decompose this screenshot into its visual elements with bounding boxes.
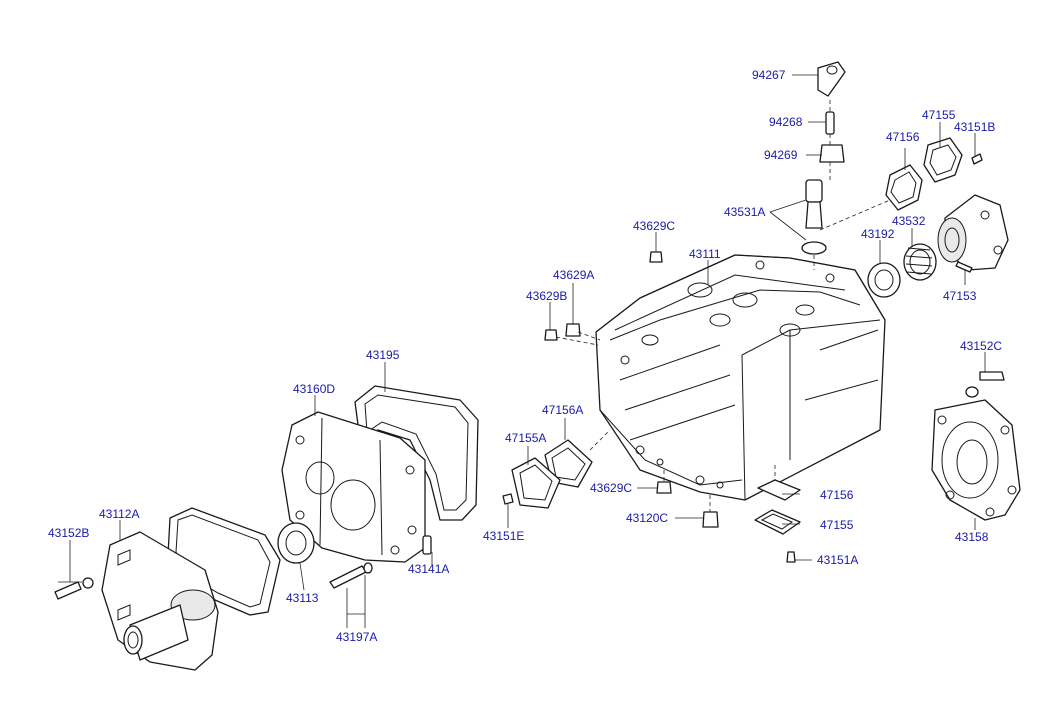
output-flange-47153 xyxy=(937,194,1009,273)
label-43195[interactable]: 43195 xyxy=(366,348,400,362)
bolt-43152C xyxy=(965,371,1005,398)
cover-47155-bottom xyxy=(754,509,801,535)
plug-43629A xyxy=(565,323,581,337)
label-43151B[interactable]: 43151B xyxy=(954,120,995,134)
seal-43192 xyxy=(867,262,901,298)
label-43531A[interactable]: 43531A xyxy=(724,205,765,219)
label-94269[interactable]: 94269 xyxy=(764,148,798,162)
label-43532[interactable]: 43532 xyxy=(892,214,926,228)
label-47153[interactable]: 47153 xyxy=(943,289,977,303)
label-43160D[interactable]: 43160D xyxy=(293,382,335,396)
drain-plug-43120C xyxy=(702,511,719,528)
label-43112A[interactable]: 43112A xyxy=(99,507,139,521)
bearing-43532 xyxy=(903,243,937,281)
seal-43113 xyxy=(277,522,315,564)
label-43158[interactable]: 43158 xyxy=(955,530,989,544)
gasket-47156-top xyxy=(885,164,923,211)
label-47155-top[interactable]: 47155 xyxy=(922,108,956,122)
label-43192[interactable]: 43192 xyxy=(861,227,895,241)
label-94268[interactable]: 94268 xyxy=(769,115,803,129)
label-47155-bottom[interactable]: 47155 xyxy=(820,518,854,532)
speedometer-sensor-94267 xyxy=(817,61,846,97)
label-47156-top[interactable]: 47156 xyxy=(886,130,920,144)
label-43629C-top[interactable]: 43629C xyxy=(633,219,675,233)
bolt-43152B xyxy=(54,577,94,600)
plug-43629B xyxy=(544,329,558,341)
label-43120C[interactable]: 43120C xyxy=(626,511,668,525)
label-43152C[interactable]: 43152C xyxy=(960,339,1002,353)
front-bearing-retainer xyxy=(101,531,219,671)
gasket-47156-bottom xyxy=(757,479,801,501)
label-43151E[interactable]: 43151E xyxy=(483,529,524,543)
label-43197A[interactable]: 43197A xyxy=(336,630,377,644)
label-43141A[interactable]: 43141A xyxy=(408,562,449,576)
bolt-43197A xyxy=(329,562,373,589)
rear-extension-43158 xyxy=(931,399,1021,521)
label-43629A[interactable]: 43629A xyxy=(553,268,594,282)
driven-gear-43531A xyxy=(801,179,827,255)
label-47156-bottom[interactable]: 47156 xyxy=(820,488,854,502)
sleeve-94269 xyxy=(819,144,845,163)
pin-94268 xyxy=(825,111,835,135)
label-47156A[interactable]: 47156A xyxy=(542,403,583,417)
label-43629C-bottom[interactable]: 43629C xyxy=(590,481,632,495)
label-43111[interactable]: 43111 xyxy=(689,247,721,261)
label-43629B[interactable]: 43629B xyxy=(526,289,567,303)
label-43152B[interactable]: 43152B xyxy=(48,526,89,540)
plug-43629C-top xyxy=(649,251,663,263)
cover-47155A xyxy=(511,457,561,509)
leader-lines xyxy=(58,74,986,628)
label-47155A[interactable]: 47155A xyxy=(505,431,546,445)
plug-43629C-bottom xyxy=(656,481,672,494)
label-43113[interactable]: 43113 xyxy=(286,591,319,605)
pin-43141A xyxy=(422,535,432,555)
label-94267[interactable]: 94267 xyxy=(752,68,786,82)
housing-43160D xyxy=(281,411,426,563)
label-43151A[interactable]: 43151A xyxy=(817,553,858,567)
cover-47155-top xyxy=(923,137,963,183)
transmission-case-43111 xyxy=(595,254,886,501)
